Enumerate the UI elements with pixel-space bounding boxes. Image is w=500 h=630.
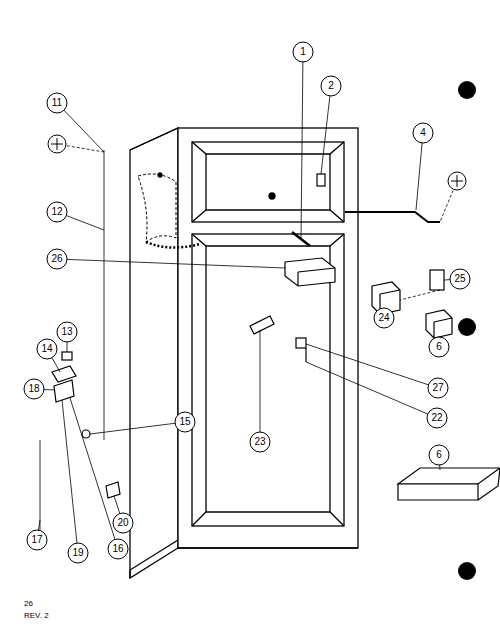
callout-circle [175,412,195,432]
callout-number: 23 [254,437,265,447]
parts [52,174,500,500]
callout-number: 16 [112,544,123,554]
callout-circle [47,202,67,222]
callout-circle [37,339,57,359]
callout-number: 27 [432,383,443,393]
callout-number: 19 [72,548,83,558]
callout-circle [47,93,67,113]
callout-number: 22 [431,413,442,423]
callout-circle [68,543,88,563]
page-note: REV. 2 [24,612,49,620]
callout-number: 4 [420,128,426,138]
callout-circle [427,408,447,428]
callout-circle [57,322,77,342]
callout-number: 6 [436,450,442,460]
callout-circle [24,379,44,399]
callout-circle [293,42,313,62]
callout-circle [108,539,128,559]
callout-number: 20 [117,518,128,528]
callout-number: 17 [31,535,42,545]
callout-number: 12 [51,207,62,217]
callout-circle [47,249,67,269]
callout-circle [429,337,449,357]
callout-number: 13 [61,327,72,337]
callout-circle [413,123,433,143]
callout-circles [24,42,470,563]
callout-circle [321,76,341,96]
callout-circle [428,378,448,398]
callout-number: 24 [378,313,389,323]
callout-number: 2 [328,81,334,91]
leader-lines [34,52,460,553]
screw-symbols [48,135,466,190]
callout-circle [113,513,133,533]
registration-dots [458,81,476,580]
callout-number: 1 [300,47,306,57]
callout-number: 18 [28,384,39,394]
callout-number: 11 [52,98,62,108]
callout-number: 26 [51,254,62,264]
callout-circle [250,432,270,452]
callout-circle [450,269,470,289]
callout-circle [27,530,47,550]
cabinet [130,128,358,578]
callout-number: 14 [41,344,52,354]
page-note: 26 [24,600,33,608]
callout-circle [429,445,449,465]
callout-circle [374,308,394,328]
callout-number: 25 [454,274,465,284]
callout-number: 6 [436,342,442,352]
callout-number: 15 [179,417,190,427]
